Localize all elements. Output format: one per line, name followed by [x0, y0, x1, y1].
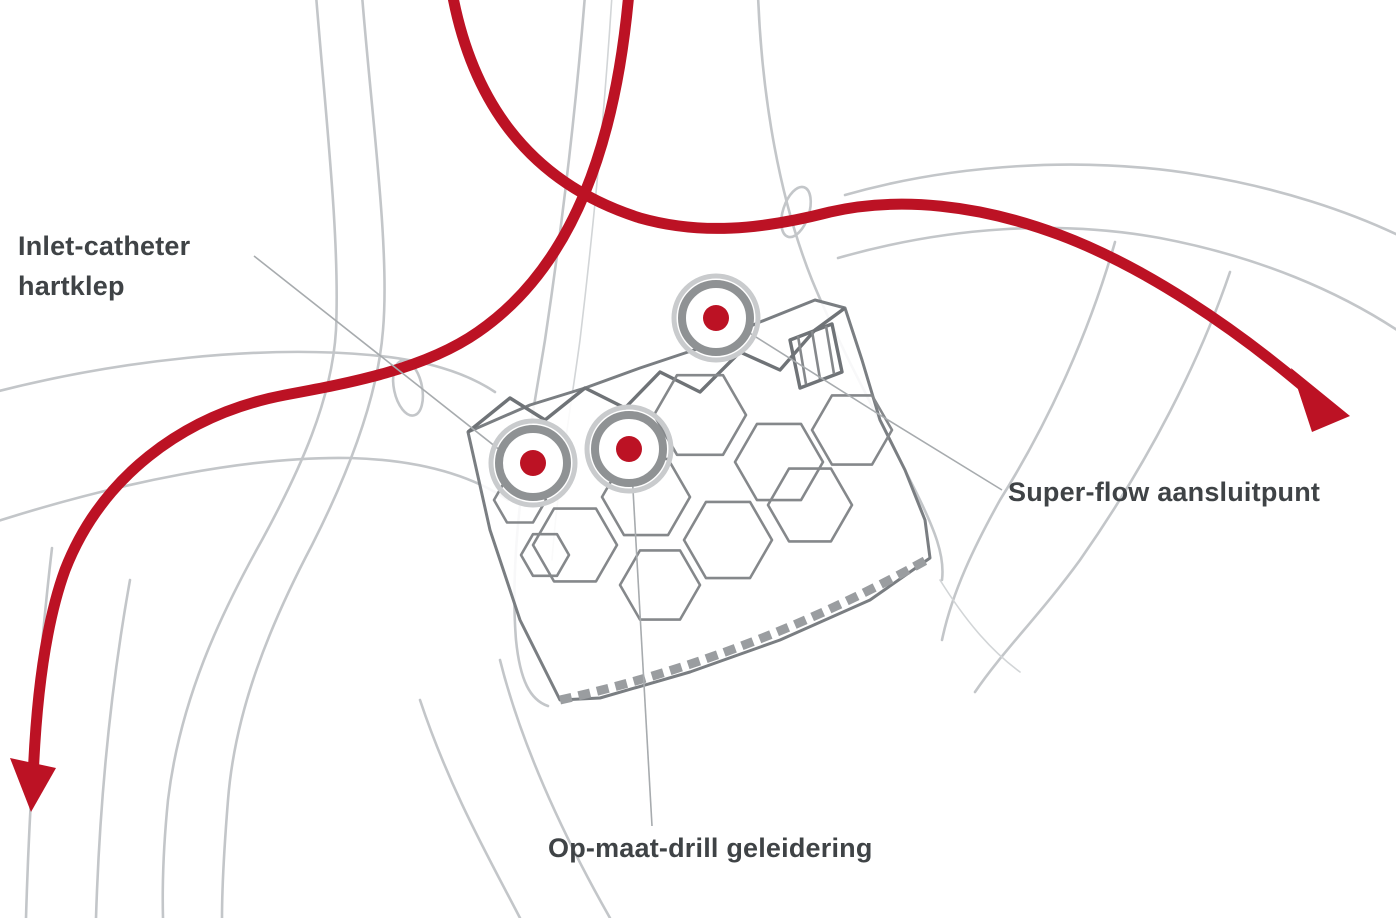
marker-dot — [703, 305, 729, 331]
label-right: Super-flow aansluitpunt — [1008, 477, 1321, 507]
vessel-ostium-left — [391, 359, 425, 417]
implant-device — [466, 298, 933, 705]
vessel-left-horizontal-upper — [0, 350, 497, 394]
vessel-right-upper — [843, 163, 1396, 236]
vessel-bottom-center-outer — [418, 698, 522, 918]
marker-halo — [671, 273, 761, 363]
vessel-left-descending-inner — [220, 0, 386, 918]
implant-bottom-band — [559, 554, 933, 705]
implant-plate-outline — [466, 298, 932, 702]
marker-halo — [488, 418, 578, 508]
vessel-right-lower — [836, 226, 1396, 331]
label-top-left: Inlet-catheter hartklep — [18, 226, 190, 306]
vessel-bottomleft-inner — [94, 578, 132, 918]
marker-halo — [584, 404, 674, 494]
label-leader-lines — [253, 255, 1003, 827]
marker-dot — [616, 436, 642, 462]
implant-crown-edge — [466, 306, 847, 434]
flow-path-left — [27, 0, 634, 786]
leader-right — [747, 331, 1003, 491]
implant-hatched-panel — [788, 322, 844, 390]
vessel-right-branch-inner — [973, 270, 1232, 694]
leader-bottom — [631, 471, 653, 827]
label-top-left-line2: hartklep — [18, 271, 125, 301]
blood-flow — [10, 0, 1350, 812]
marker-dot — [520, 450, 546, 476]
vessel-bottom-right — [939, 579, 1021, 673]
flow-arrowhead-right — [1291, 368, 1350, 432]
fenestration-markers — [488, 273, 761, 508]
flow-path-right — [448, 0, 1316, 398]
leader-top-left — [253, 255, 521, 467]
vessel-bottom-center-left — [498, 658, 612, 918]
flow-arrowhead-left — [10, 758, 56, 812]
label-top-left-line1: Inlet-catheter — [18, 231, 191, 261]
vessel-left-horizontal-lower — [0, 456, 510, 522]
label-bottom: Op-maat-drill geleidering — [548, 833, 873, 863]
implant-hex-mesh — [492, 373, 894, 621]
vessel-left-descending-outer — [161, 0, 338, 918]
vessel-right-branch-outer — [940, 240, 1117, 642]
